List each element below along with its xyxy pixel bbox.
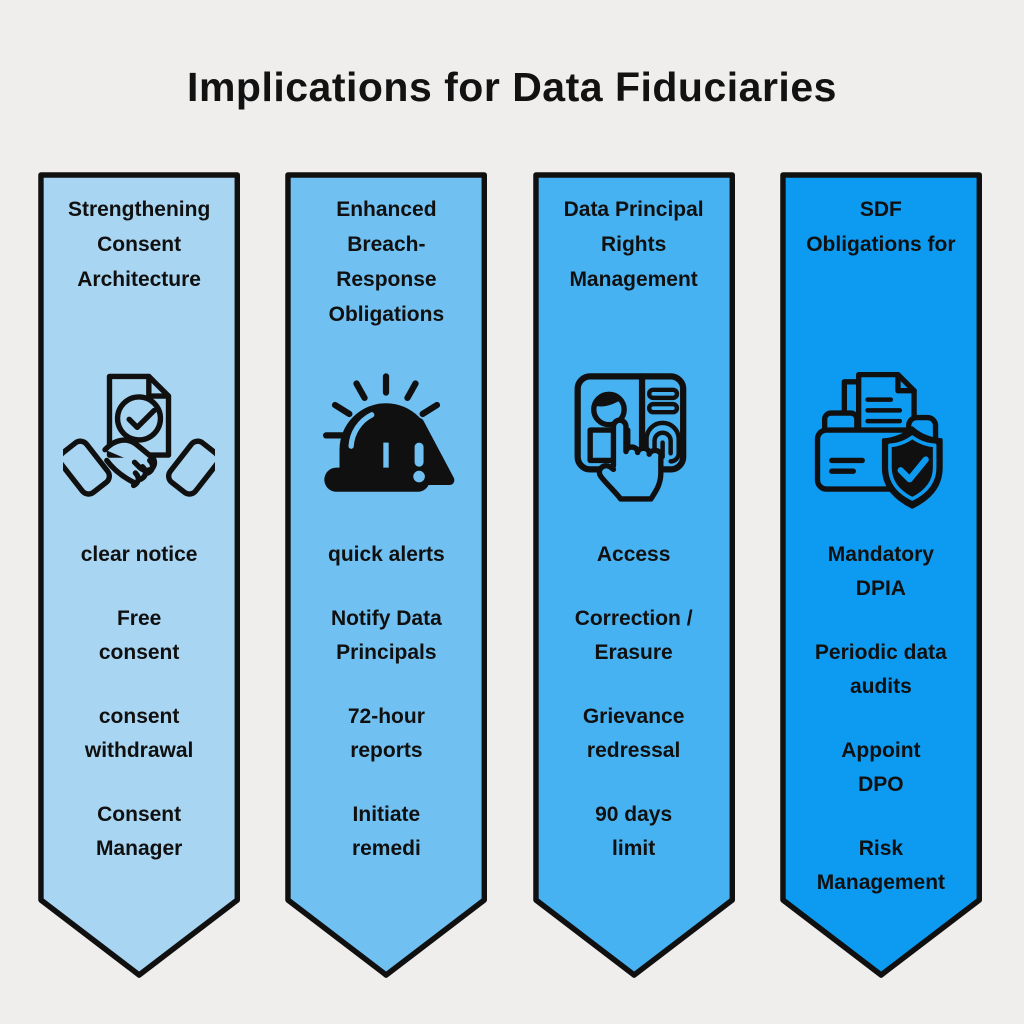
text-line: Breach- <box>347 233 426 256</box>
text-line: audits <box>849 675 912 698</box>
banner-item: Grievance redressal <box>543 700 725 768</box>
ribbon-shape <box>38 172 241 978</box>
id-card-fingerprint-hand-icon <box>543 354 725 524</box>
siren-warning-alert-icon <box>295 354 477 524</box>
text-line: Notify Data <box>330 607 442 630</box>
banner-item: Periodic data audits <box>790 636 972 704</box>
handshake-document-check-icon <box>48 354 230 524</box>
text-line: reports <box>350 739 423 762</box>
text-line: Appoint <box>841 739 921 762</box>
banner-items: Access Correction / Erasure Grievance redr… <box>543 538 725 866</box>
banner-item: 72-hour reports <box>295 700 477 768</box>
text-line: DPIA <box>855 577 906 600</box>
text-line: limit <box>612 837 656 860</box>
banner-item: Correction / Erasure <box>543 602 725 670</box>
text-line: 90 days <box>595 803 673 826</box>
ribbon-shape <box>285 172 488 978</box>
banner-item: consent withdrawal <box>48 700 230 768</box>
text-line: Initiate <box>352 803 421 826</box>
text-line: Management <box>569 268 698 291</box>
text-line: clear notice <box>80 543 198 566</box>
banner-item: Access <box>543 538 725 572</box>
text-line: Consent <box>97 233 182 256</box>
text-line: remedi <box>351 837 421 860</box>
text-line: Risk <box>858 837 904 860</box>
text-line: Erasure <box>594 641 673 664</box>
text-line: redressal <box>586 739 681 762</box>
text-line: Periodic data <box>814 641 947 664</box>
text-line: SDF <box>859 198 902 221</box>
text-line: Mandatory <box>827 543 934 566</box>
banner-item: Initiate remedi <box>295 798 477 866</box>
text-line: Principals <box>336 641 437 664</box>
folder-documents-shield-check-icon <box>790 354 972 524</box>
ribbon-shape <box>779 172 982 978</box>
banner-sdf-obligations: SDF Obligations for <box>779 172 982 978</box>
banner-item: 90 days limit <box>543 798 725 866</box>
text-line: DPO <box>858 773 904 796</box>
text-line: quick alerts <box>328 543 445 566</box>
text-line: Rights <box>600 233 667 256</box>
text-line: Data Principal <box>563 198 704 221</box>
page-title: Implications for Data Fiduciaries <box>187 64 837 110</box>
banner-title: SDF Obligations for <box>790 192 972 354</box>
banner-items: clear notice Free consent consent withdraw… <box>48 538 230 866</box>
text-line: Manager <box>95 837 183 860</box>
text-line: Obligations for <box>806 233 956 256</box>
text-line: consent <box>98 641 180 664</box>
text-line: consent <box>98 705 180 728</box>
banner-item: Free consent <box>48 602 230 670</box>
text-line: Grievance <box>582 705 685 728</box>
text-line: Management <box>816 871 946 894</box>
banner-item: clear notice <box>48 538 230 572</box>
text-line: Response <box>336 268 437 291</box>
text-line: Consent <box>97 803 182 826</box>
banner-item: quick alerts <box>295 538 477 572</box>
text-line: Strengthening <box>67 198 211 221</box>
text-line: Architecture <box>77 268 201 291</box>
text-line: Enhanced <box>336 198 437 221</box>
text-line: Obligations <box>328 303 445 326</box>
text-line: 72-hour <box>347 705 425 728</box>
text-line: withdrawal <box>84 739 194 762</box>
text-line: Correction / <box>574 607 693 630</box>
text-line: Access <box>596 543 671 566</box>
text-line: Free <box>116 607 162 630</box>
